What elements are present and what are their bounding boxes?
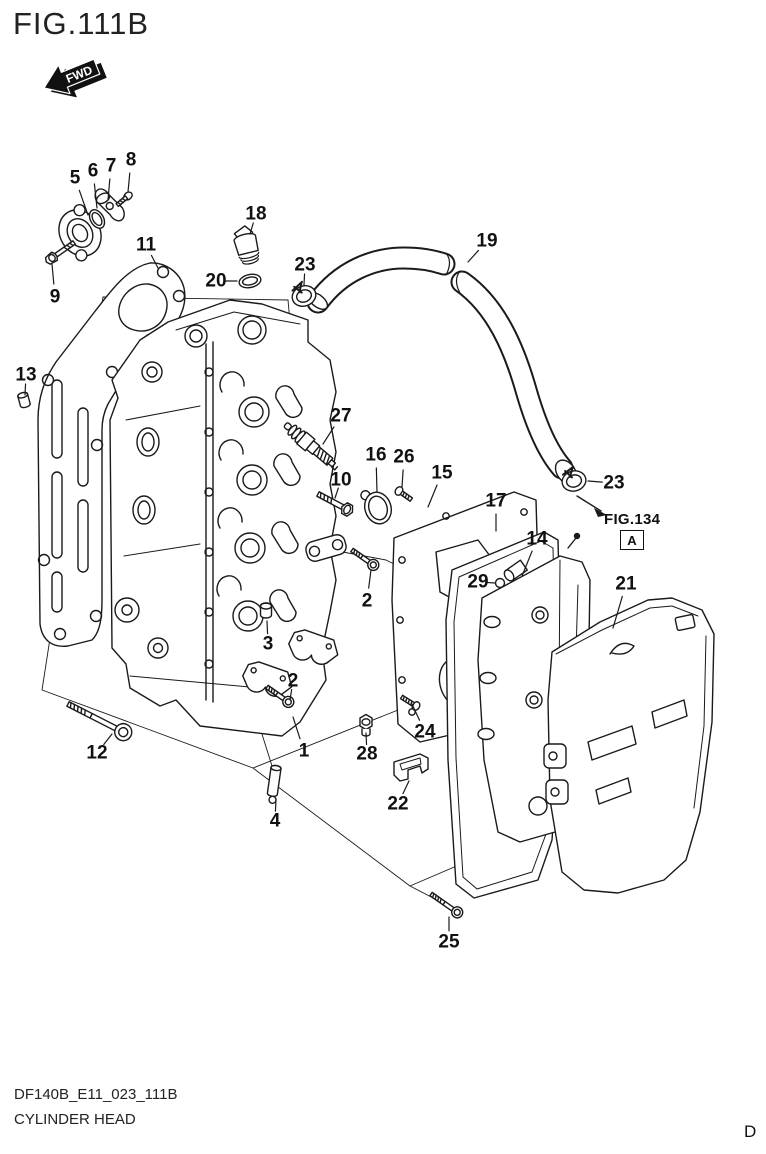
part-hose-19 xyxy=(306,246,578,485)
part-spark-plug xyxy=(283,422,339,471)
ref-figure-box: A xyxy=(620,530,644,550)
part-clamp-22 xyxy=(393,753,429,782)
part-bolt-2 xyxy=(350,547,380,572)
part-bolt-25 xyxy=(429,891,464,919)
callout-part-7: 7 xyxy=(105,155,117,177)
callout-part-23: 23 xyxy=(603,472,625,494)
part-seal-6 xyxy=(88,209,106,229)
callout-part-11: 11 xyxy=(135,234,157,256)
callout-part-22: 22 xyxy=(387,793,409,815)
callout-part-10: 10 xyxy=(330,469,352,491)
callout-part-29: 29 xyxy=(467,571,489,593)
part-clamp-23 xyxy=(561,465,587,492)
callout-part-5: 5 xyxy=(69,167,81,189)
callout-part-27: 27 xyxy=(330,405,352,427)
footer-drawing-code: DF140B_E11_023_111B xyxy=(14,1086,178,1103)
part-oring-20 xyxy=(238,273,262,289)
part-clamp-23 xyxy=(291,280,317,307)
part-bolt-12 xyxy=(66,701,133,742)
figure-title: FIG.111B xyxy=(13,6,150,41)
ref-figure-label: FIG.134 xyxy=(604,511,661,528)
fig134-arrow-icon xyxy=(576,495,607,517)
callout-part-12: 12 xyxy=(86,742,108,764)
callout-part-19: 19 xyxy=(476,230,498,252)
part-bolt-26 xyxy=(394,486,414,502)
callout-part-26: 26 xyxy=(393,446,415,468)
footer-figure-title: CYLINDER HEAD xyxy=(14,1111,136,1128)
part-pin-4 xyxy=(266,764,282,805)
callout-part-9: 9 xyxy=(49,286,61,308)
part-bracket xyxy=(305,534,347,562)
part-pin-3 xyxy=(259,602,273,619)
part-bolt-9 xyxy=(44,240,76,265)
callout-part-8: 8 xyxy=(125,149,137,171)
part-cam-cap xyxy=(288,629,339,665)
part-bolt-2 xyxy=(265,684,295,709)
part-cam-cap xyxy=(242,661,293,697)
part-dowel-pin xyxy=(17,391,31,409)
part-cylinder-head xyxy=(109,299,337,737)
fwd-arrow-icon: FWD xyxy=(43,58,107,98)
callout-part-24: 24 xyxy=(414,721,436,743)
callout-part-13: 13 xyxy=(15,364,37,386)
leader-lines xyxy=(24,172,623,932)
callout-part-4: 4 xyxy=(269,810,281,832)
callout-part-1: 1 xyxy=(298,740,310,762)
part-plug-29 xyxy=(494,577,506,589)
callout-part-14: 14 xyxy=(526,528,548,550)
callout-part-16: 16 xyxy=(365,444,387,466)
callout-part-3: 3 xyxy=(262,633,274,655)
part-head-gasket xyxy=(37,262,186,647)
callout-part-25: 25 xyxy=(438,931,460,953)
page-marker: D xyxy=(744,1122,757,1141)
part-bolt-10 xyxy=(316,491,354,517)
callout-part-2: 2 xyxy=(361,590,373,612)
part-bolt-24 xyxy=(399,694,421,711)
part-housing-21 xyxy=(543,597,715,894)
callout-part-17: 17 xyxy=(485,490,507,512)
callout-part-23: 23 xyxy=(294,254,316,276)
part-anode-18 xyxy=(233,225,260,265)
callout-part-20: 20 xyxy=(205,270,227,292)
callout-part-18: 18 xyxy=(245,203,267,225)
callout-part-15: 15 xyxy=(431,462,453,484)
part-bolt-8 xyxy=(115,191,133,208)
callout-part-21: 21 xyxy=(615,573,637,595)
callout-part-28: 28 xyxy=(356,743,378,765)
callout-part-2: 2 xyxy=(287,670,299,692)
part-seal-ring xyxy=(360,490,393,525)
callout-part-6: 6 xyxy=(87,160,99,182)
